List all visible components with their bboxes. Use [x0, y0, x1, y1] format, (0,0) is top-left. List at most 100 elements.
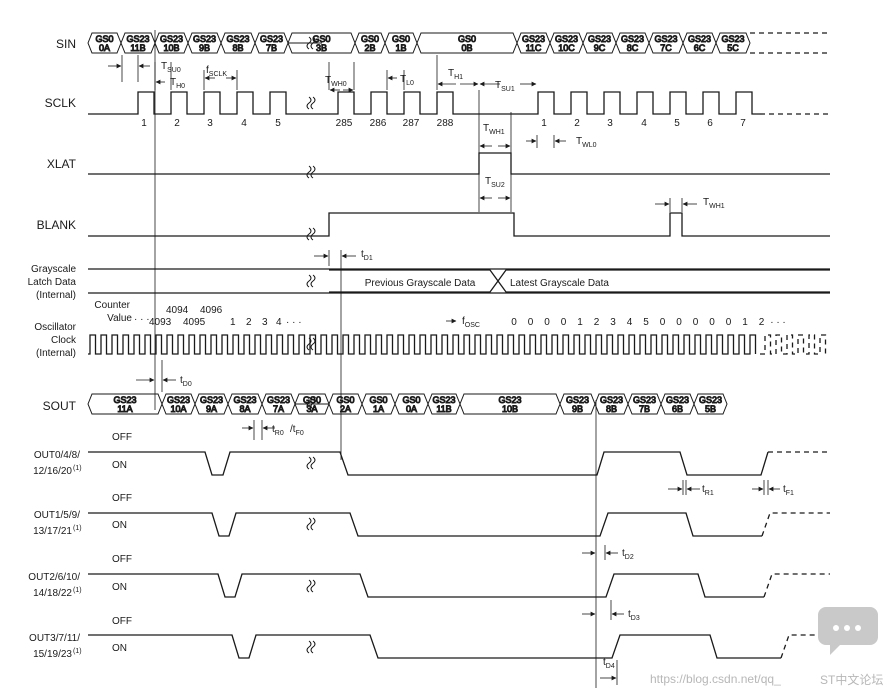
counter-label: Value: [107, 313, 132, 324]
sout-cell-label: GS0: [369, 395, 387, 405]
watermark: https://blog.csdn.net/qq_ST中文论坛: [650, 607, 883, 687]
sclk-number: 5: [674, 118, 680, 129]
label-on: ON: [112, 460, 127, 471]
label-oscillator: (Internal): [36, 348, 76, 359]
sout-cell-label: 11B: [436, 404, 451, 414]
sout-cell-label: GS23: [498, 395, 521, 405]
label-sout: SOUT: [43, 399, 77, 413]
sout-cell-label: 3A: [306, 404, 317, 414]
counter-4093: 4093: [149, 317, 172, 328]
sin-cell-label: 2B: [364, 43, 375, 53]
counter-tail: 1: [742, 317, 748, 328]
label-blank: BLANK: [37, 218, 76, 232]
sin-cell-label: GS23: [126, 34, 149, 44]
sclk-number: 1: [141, 118, 147, 129]
sout-cell-label: 6B: [672, 404, 683, 414]
break-mark: [310, 96, 316, 110]
label-out0: 12/16/20: [33, 466, 72, 477]
sclk-number: 5: [275, 118, 281, 129]
label-off: OFF: [112, 554, 132, 565]
label-on: ON: [112, 643, 127, 654]
counter-wrap: · · ·: [286, 317, 302, 328]
sout-cell-label: GS23: [167, 395, 190, 405]
sclk-number: 7: [740, 118, 746, 129]
sin-cell-label: 10C: [558, 43, 575, 53]
label-out3-footnote: (1): [73, 648, 82, 655]
sin-cell-label: 8C: [627, 43, 639, 53]
label-off: OFF: [112, 493, 132, 504]
break-marks: [306, 36, 316, 654]
timing-tr1: tR1: [702, 484, 714, 497]
label-out0: OUT0/4/8/: [34, 450, 80, 461]
timing-td3: tD3: [628, 609, 640, 622]
sin-cell-label: 10B: [163, 43, 179, 53]
label-sclk: SCLK: [45, 96, 76, 110]
label-oscillator: Oscillator: [34, 322, 76, 333]
timing-tl0: TL0: [400, 74, 414, 87]
sout-cell: [693, 393, 728, 415]
counter-tail: 0: [676, 317, 682, 328]
timing-td2: tD2: [622, 548, 634, 561]
counter-4096: 4096: [200, 305, 223, 316]
label-out2: 14/18/22: [33, 588, 72, 599]
sin-cell-label: GS0: [95, 34, 113, 44]
label-out1: 13/17/21: [33, 526, 72, 537]
sin-cell-label: GS23: [522, 34, 545, 44]
sin-cell-label: 9B: [199, 43, 210, 53]
sclk-number: 287: [403, 118, 420, 129]
timing-td1: tD1: [361, 249, 373, 262]
break-mark: [310, 517, 316, 531]
break-mark: [310, 396, 316, 410]
break-mark: [306, 36, 312, 50]
counter-4094: 4094: [166, 305, 189, 316]
sout-cell-label: GS23: [566, 395, 589, 405]
break-mark: [310, 579, 316, 593]
counter-tail: 0: [726, 317, 732, 328]
break-mark: [306, 274, 312, 288]
sclk-number: 6: [707, 118, 713, 129]
xlat-wave: [88, 152, 830, 175]
sout-cell-label: GS23: [200, 395, 223, 405]
break-mark: [310, 274, 316, 288]
timing-tr0: tR0: [272, 424, 284, 437]
label-out0-footnote: (1): [73, 465, 82, 472]
counter-tail: 2: [759, 317, 765, 328]
sout-cell-label: GS23: [432, 395, 455, 405]
blank-wave: [88, 212, 830, 237]
sin-cell-label: 6C: [694, 43, 706, 53]
counter-wrap: 4: [276, 317, 282, 328]
sout-cell-label: GS0: [303, 395, 321, 405]
timing-twl0: TWL0: [576, 136, 597, 149]
timing-th0: TH0: [170, 77, 185, 90]
sclk-number: 3: [607, 118, 613, 129]
label-grayscale-latch: Latch Data: [28, 277, 77, 288]
chat-dot-icon: [844, 625, 850, 631]
break-mark: [310, 456, 316, 470]
reference-lines: [121, 30, 769, 688]
waveforms: [88, 91, 830, 659]
sout-cell-label: 7B: [639, 404, 650, 414]
sin-cell-label: 0B: [461, 43, 472, 53]
sin-cell-label: GS23: [588, 34, 611, 44]
out2-wave: [88, 573, 764, 598]
sin-cell-label: 1B: [395, 43, 406, 53]
sin-bus: GS00AGS2311BGS2310BGS239BGS238BGS237BGS0…: [87, 32, 751, 54]
timing-tsu2: TSU2: [485, 176, 505, 189]
continuation-dashes: [750, 32, 830, 659]
sin-cell-label: GS23: [721, 34, 744, 44]
sclk-number: 285: [336, 118, 353, 129]
label-out1: OUT1/5/9/: [34, 510, 80, 521]
sin-cell-label: GS23: [226, 34, 249, 44]
sin-cell-label: GS23: [260, 34, 283, 44]
sclk-wave: [88, 91, 760, 115]
counter-wrap: 1: [230, 317, 236, 328]
timing-arrows: [108, 63, 780, 681]
label-grayscale-latch: (Internal): [36, 290, 76, 301]
chat-dot-icon: [855, 625, 861, 631]
sclk-number: 1: [541, 118, 547, 129]
sout-cell-label: 8B: [606, 404, 617, 414]
break-mark: [306, 337, 312, 351]
sin-cell-label: 11B: [130, 43, 145, 53]
